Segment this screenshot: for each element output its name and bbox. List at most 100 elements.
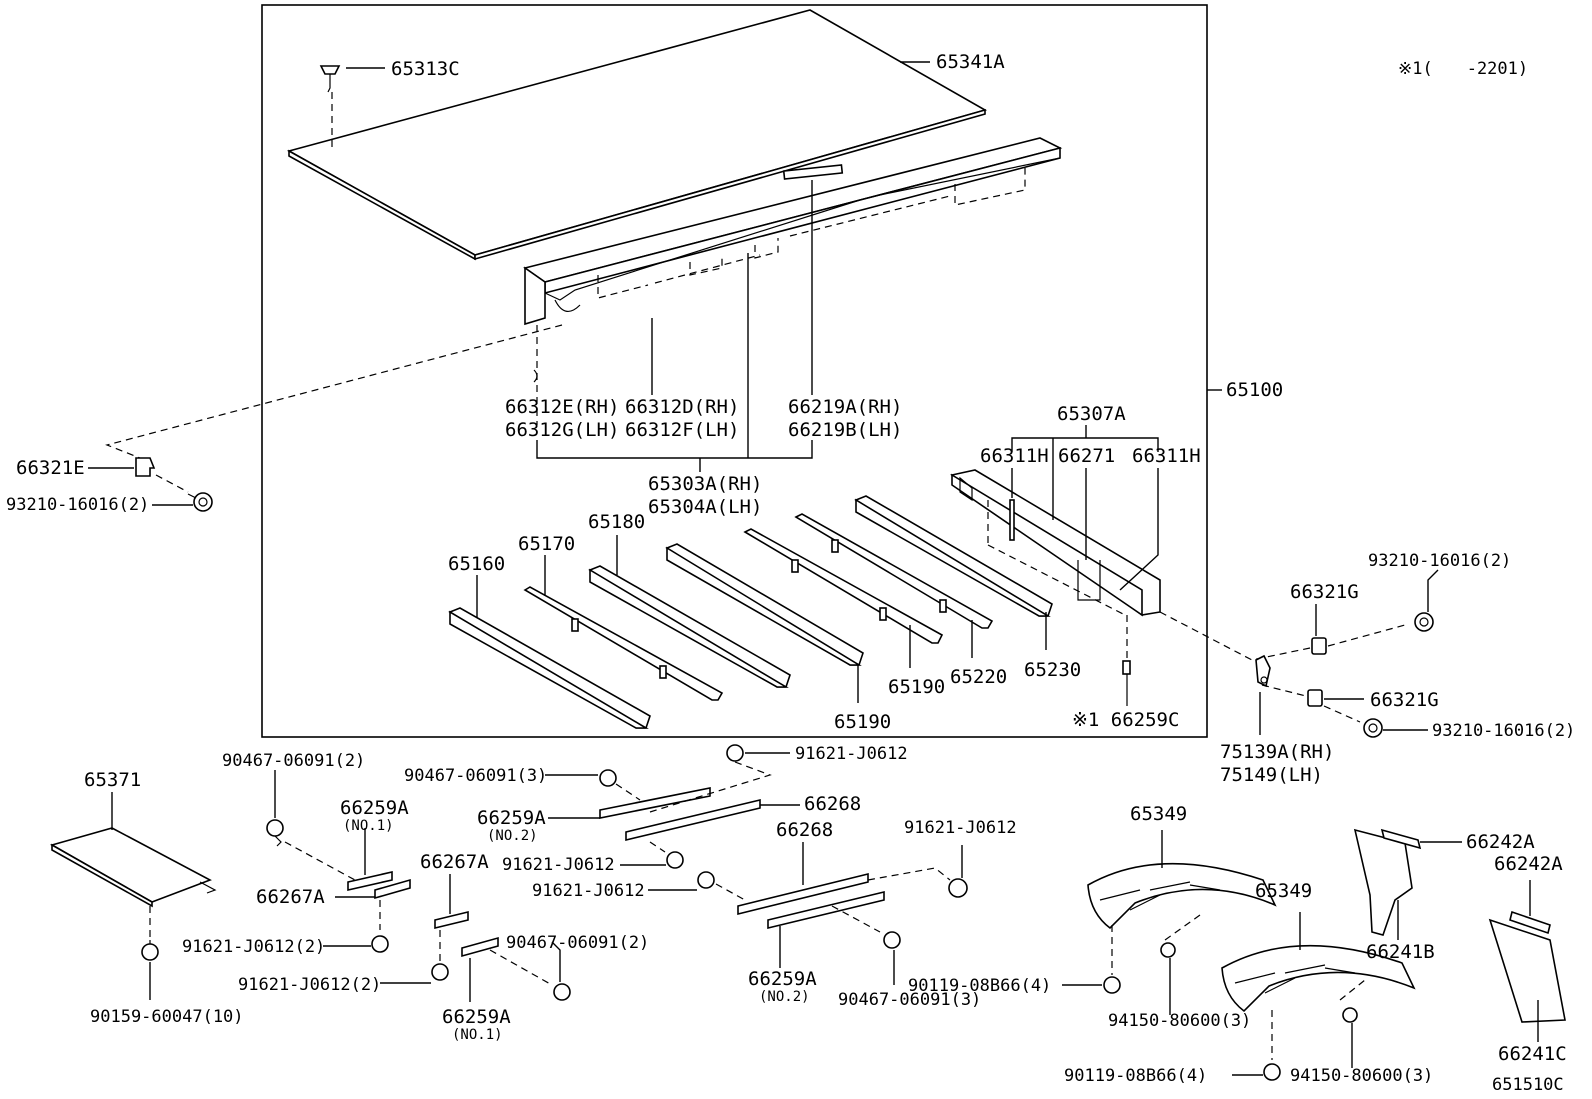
label-65304A: 65304A(LH) — [648, 496, 762, 518]
nut-94150-b — [1342, 1007, 1358, 1068]
crossmember-65230 — [854, 495, 1053, 650]
bracket-66267A-b — [434, 874, 469, 962]
label-66312D: 66312D(RH) — [625, 396, 739, 418]
bolt-90119-b — [1232, 1063, 1281, 1081]
flap-66241B — [1353, 828, 1413, 940]
label-90119-b: 90119-08B66(4) — [1064, 1066, 1207, 1086]
label-66312E: 66312E(RH) — [505, 396, 619, 418]
crossmember-65160 — [448, 575, 651, 729]
label-66267A-b: 66267A — [420, 851, 489, 873]
label-66321G-a: 66321G — [1290, 581, 1359, 603]
bolt-90119-a — [1062, 976, 1121, 994]
label-66312G: 66312G(LH) — [505, 419, 619, 441]
bracket-66259A-no1-a — [347, 828, 393, 892]
bolt-91621-a — [323, 935, 389, 953]
label-66321E: 66321E — [16, 457, 85, 479]
label-91621-f: 91621-J0612 — [904, 818, 1017, 838]
label-66242A-b: 66242A — [1494, 853, 1563, 875]
label-94150-b: 94150-80600(3) — [1290, 1066, 1433, 1086]
label-66259A-1: 66259A — [340, 797, 409, 819]
bracket-66259A-no1-b — [461, 936, 553, 1002]
label-65313C: 65313C — [391, 58, 460, 80]
label-90119-a: 90119-08B66(4) — [908, 976, 1051, 996]
label-65190-a: 65190 — [834, 711, 891, 733]
label-66271: 66271 — [1058, 445, 1115, 467]
label-90467-b: 90467-06091(2) — [506, 933, 649, 953]
strip-66259A-no2-b — [767, 890, 885, 968]
label-66259A-2-no: (NO.1) — [452, 1027, 503, 1043]
label-65160: 65160 — [448, 553, 505, 575]
screw-65313C — [319, 65, 385, 150]
label-66259A-1-no: (NO.1) — [343, 818, 394, 834]
label-93210-c: 93210-16016(2) — [1432, 721, 1575, 741]
strip-66268-a — [625, 798, 800, 853]
label-94150-a: 94150-80600(3) — [1108, 1011, 1251, 1031]
label-65341A: 65341A — [936, 51, 1005, 73]
label-65170: 65170 — [518, 533, 575, 555]
label-66259A-4: 66259A — [748, 968, 817, 990]
hook-75139A — [1255, 654, 1271, 735]
strip-66268-b — [737, 842, 951, 916]
bolt-91621-c — [649, 744, 790, 813]
strip-66242A-b — [1509, 880, 1551, 935]
label-66312F: 66312F(LH) — [625, 419, 739, 441]
label-90467-a: 90467-06091(2) — [222, 751, 365, 771]
rear-crossmember-65307A — [950, 469, 1161, 706]
bolt-90467-b — [551, 941, 571, 1001]
label-65349-b: 65349 — [1255, 880, 1312, 902]
bolt-91621-e — [648, 871, 746, 901]
label-90467-d: 90467-06091(3) — [838, 990, 981, 1010]
bolt-90467-d — [883, 931, 901, 985]
label-66219B: 66219B(LH) — [788, 419, 902, 441]
label-66241C: 66241C — [1498, 1043, 1567, 1065]
bolt-90467-c — [545, 769, 641, 801]
assembly-frame — [261, 4, 1208, 738]
nut-94150-a — [1160, 942, 1176, 1015]
label-91621-c: 91621-J0612 — [795, 744, 908, 764]
crossmember-65220 — [794, 513, 994, 658]
crossmember-65190-a — [665, 543, 864, 703]
label-90159: 90159-60047(10) — [90, 1007, 244, 1027]
label-66268-b: 66268 — [776, 819, 833, 841]
label-66241B: 66241B — [1366, 941, 1435, 963]
label-75149: 75149(LH) — [1220, 764, 1323, 786]
flap-66241C — [1488, 918, 1566, 1042]
label-93210-a: 93210-16016(2) — [6, 495, 149, 515]
label-66267A-a: 66267A — [256, 886, 325, 908]
crossmember-65190-b — [743, 528, 944, 668]
plate-65371 — [49, 792, 217, 940]
label-66219A: 66219A(RH) — [788, 396, 902, 418]
label-65230: 65230 — [1024, 659, 1081, 681]
mudguard-65349-b — [1221, 912, 1416, 1060]
bed-rail-65303A — [523, 137, 1063, 326]
label-91621-e: 91621-J0612 — [532, 881, 645, 901]
bed-floor-panel — [286, 9, 988, 261]
label-65100: 65100 — [1226, 379, 1283, 401]
label-65180: 65180 — [588, 511, 645, 533]
clip-66321G-b — [1261, 684, 1364, 723]
bolt-93210-a — [152, 492, 213, 512]
label-65349-a: 65349 — [1130, 803, 1187, 825]
label-66311H-a: 66311H — [980, 445, 1049, 467]
label-66259A-3: 66259A — [477, 807, 546, 829]
label-75139A: 75139A(RH) — [1220, 741, 1334, 763]
note-marker: ※1( -2201) — [1398, 59, 1528, 79]
label-93210-b: 93210-16016(2) — [1368, 551, 1511, 571]
label-65307A: 65307A — [1057, 403, 1126, 425]
label-66268-a: 66268 — [804, 793, 861, 815]
label-91621-d: 91621-J0612 — [502, 855, 615, 875]
label-90467-c: 90467-06091(3) — [404, 766, 547, 786]
label-66259A-2: 66259A — [442, 1006, 511, 1028]
mudguard-65349-a — [1087, 830, 1277, 975]
bracket-66267A-a — [335, 878, 411, 930]
label-66242A-a: 66242A — [1466, 831, 1535, 853]
figure-code: 651510C — [1492, 1075, 1564, 1095]
clip-66321G-a — [1311, 604, 1406, 655]
label-65371: 65371 — [84, 769, 141, 791]
bolt-91621-f — [948, 845, 968, 898]
label-66259C: ※1 66259C — [1072, 709, 1179, 731]
label-66311H-b: 66311H — [1132, 445, 1201, 467]
label-66321G-b: 66321G — [1370, 689, 1439, 711]
label-65190-b: 65190 — [888, 676, 945, 698]
